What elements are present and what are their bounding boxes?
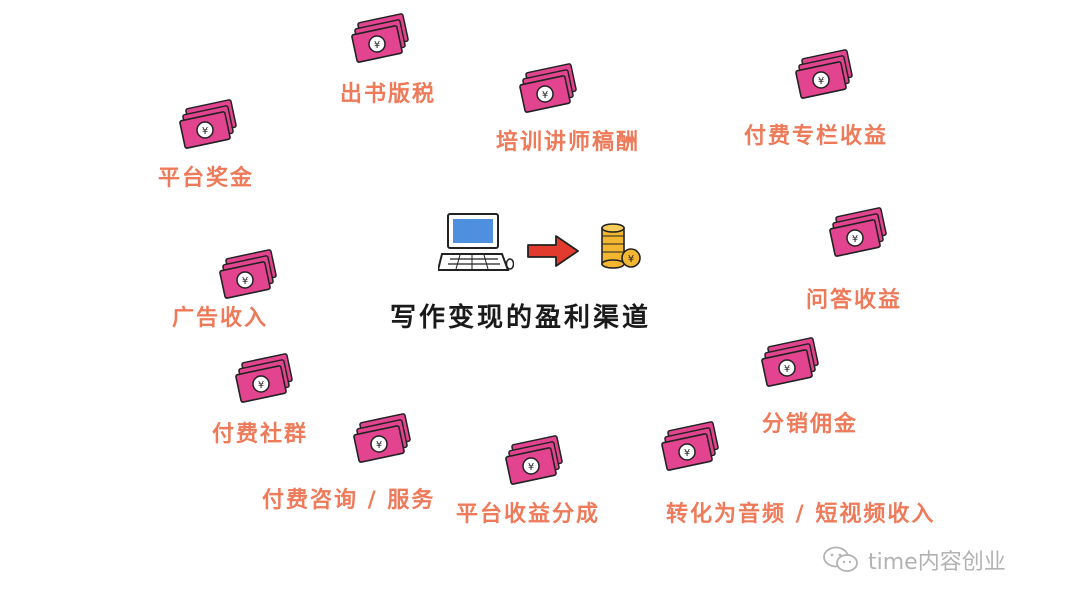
arrow-right-icon [527,235,579,267]
laptop-icon [438,213,514,271]
money-bill-icon [350,12,410,64]
channel-label: 培训讲师稿酬 [496,130,641,155]
channel-label: 平台奖金 [158,166,255,191]
svg-text:¥: ¥ [628,254,634,265]
money-bill-icon [218,248,278,300]
channel-label: 转化为音频 / 短视频收入 [666,502,936,527]
channel-label: 付费咨询 / 服务 [262,488,436,513]
money-bill-icon [828,206,888,258]
money-bill-icon [760,336,820,388]
coin-stack-icon: ¥ [601,223,641,269]
wechat-icon [823,546,858,572]
diagram-title: 写作变现的盈利渠道 [390,303,652,333]
money-bill-icon [234,352,294,404]
watermark: time内容创业 [822,543,1006,577]
channel-label: 付费社群 [212,422,309,447]
channel-label: 付费专栏收益 [744,124,889,149]
channel-label: 广告收入 [172,306,269,331]
money-bill-icon [178,98,238,150]
money-bill-icon [518,62,578,114]
money-bill-icon [660,420,720,472]
channel-label: 平台收益分成 [456,502,601,527]
channel-label: 分销佣金 [762,412,859,437]
money-bill-icon [352,412,412,464]
money-bill-icon [504,434,564,486]
channel-label: 出书版税 [340,82,437,107]
channel-label: 问答收益 [806,288,903,313]
watermark-text: time内容创业 [868,550,1006,575]
money-bill-icon [794,48,854,100]
